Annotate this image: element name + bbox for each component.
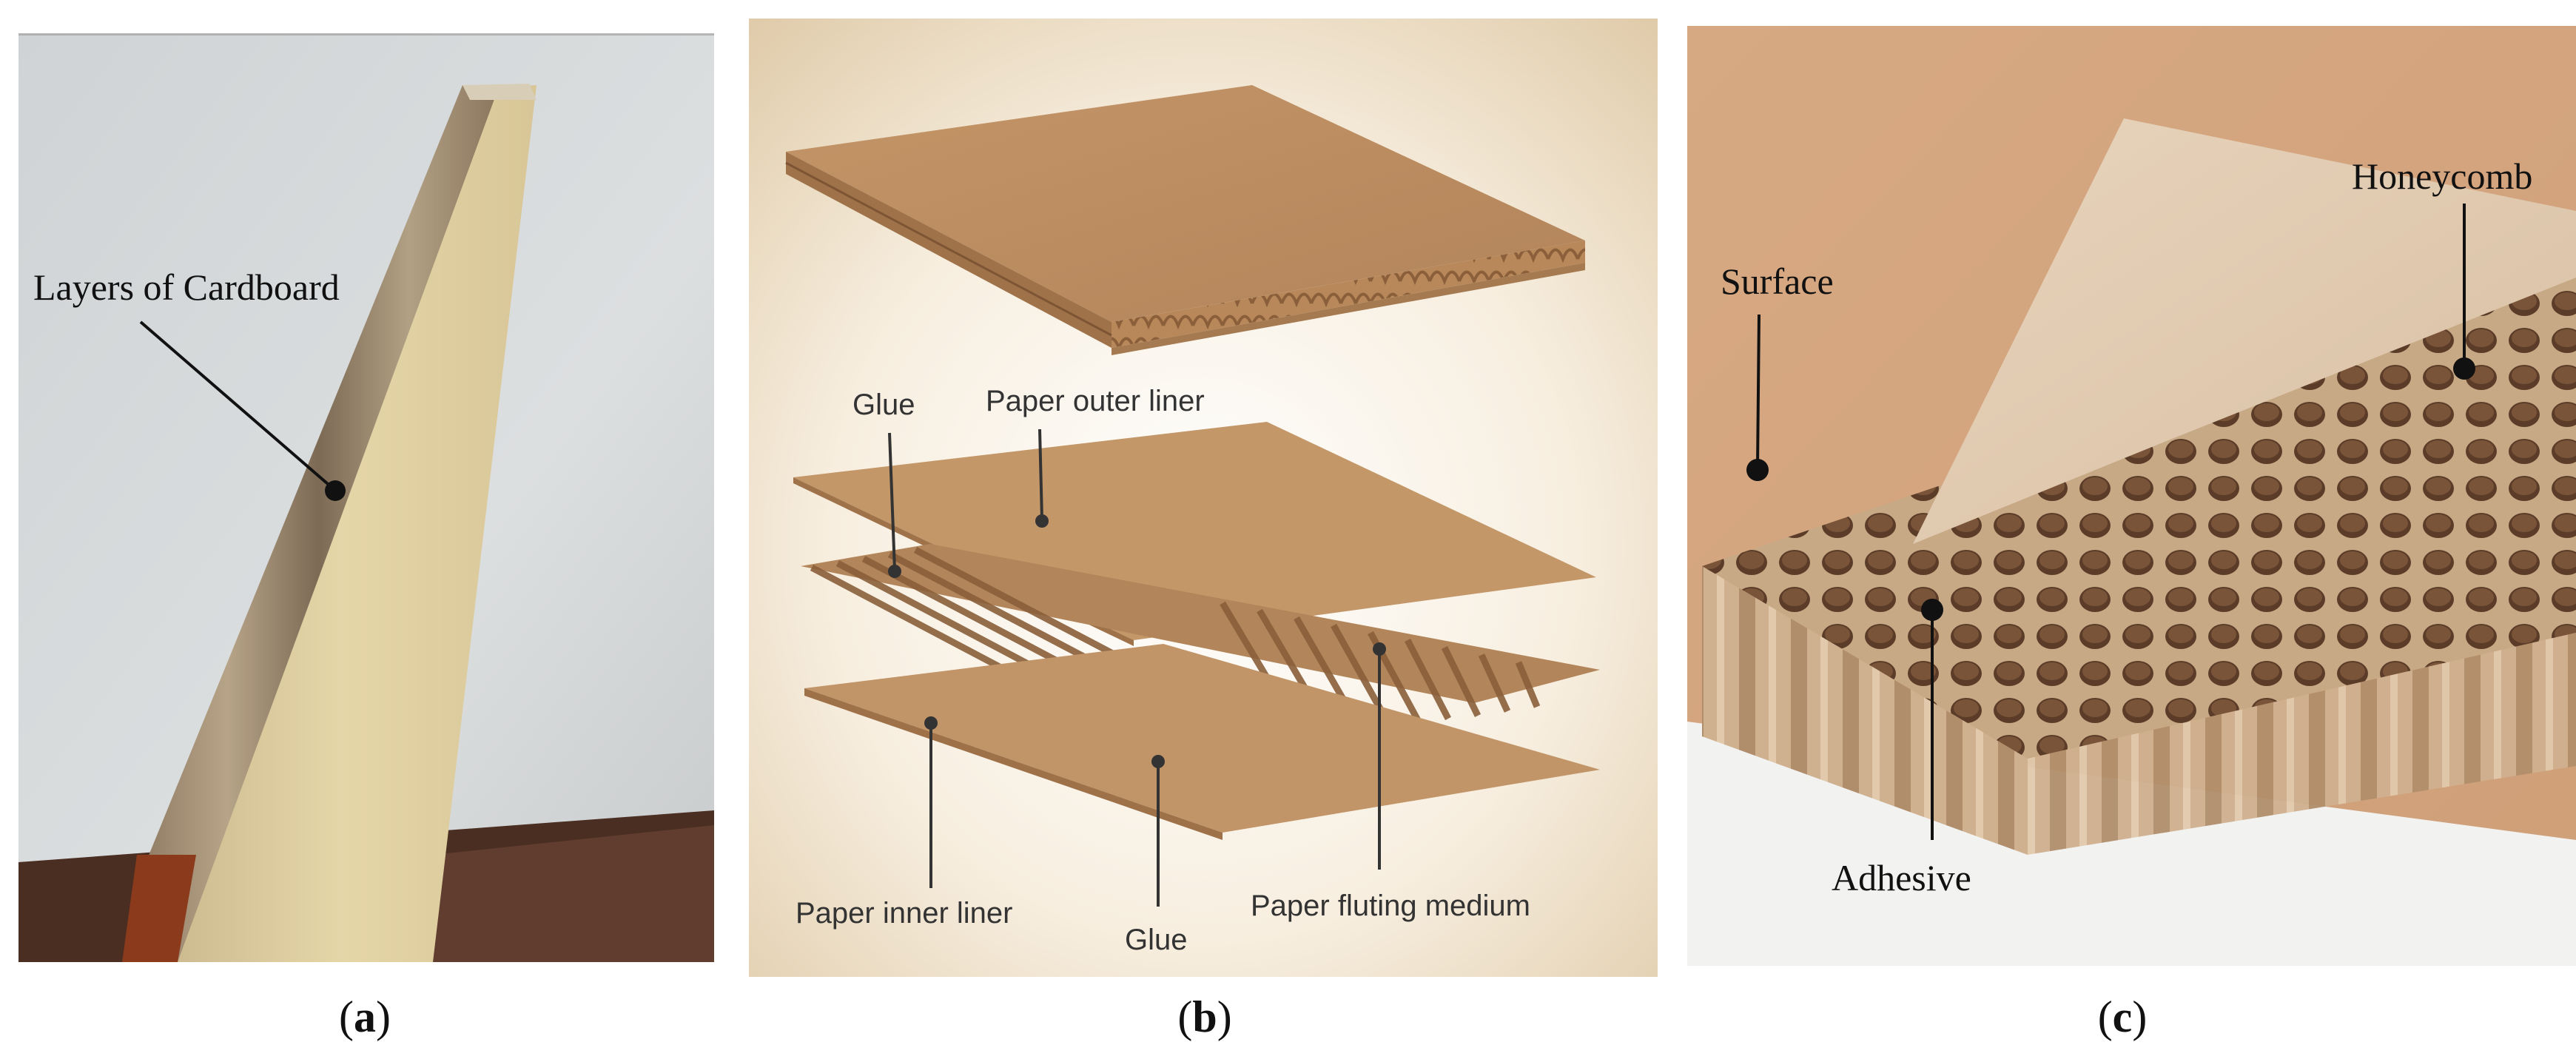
caption-a-open: ( <box>339 992 354 1041</box>
honeycomb-label: Honeycomb <box>2352 155 2532 197</box>
glue-bottom-dot <box>1151 755 1165 768</box>
fluting-dot <box>1373 642 1386 656</box>
layers-of-cardboard-label: Layers of Cardboard <box>33 266 340 308</box>
caption-a-close: ) <box>376 992 391 1041</box>
layers-pointer-dot <box>325 480 346 501</box>
glue-bottom-label: Glue <box>1125 924 1188 956</box>
caption-c: (c) <box>2098 992 2148 1043</box>
fluting-medium-label: Paper fluting medium <box>1251 890 1530 922</box>
panel-c-photo: Surface Honeycomb Adhesive <box>1687 26 2576 966</box>
outer-liner-dot <box>1035 514 1049 528</box>
adhesive-label: Adhesive <box>1832 857 1971 898</box>
glue-top-leader <box>888 432 896 571</box>
caption-b: (b) <box>1177 992 1231 1043</box>
outer-liner-label: Paper outer liner <box>986 385 1205 417</box>
caption-c-letter: c <box>2112 992 2133 1041</box>
inner-liner-label: Paper inner liner <box>796 897 1013 930</box>
cardboard-edge-photo: Layers of Cardboard <box>19 33 714 962</box>
panel-a-photo: Layers of Cardboard <box>19 33 714 962</box>
surface-leader <box>1756 314 1761 469</box>
caption-c-close: ) <box>2132 992 2148 1041</box>
layers-leader-line <box>139 320 334 490</box>
corrugated-exploded-diagram: Glue Paper outer liner Paper fluting med… <box>749 19 1658 977</box>
glue-top-label: Glue <box>852 389 915 421</box>
caption-a: (a) <box>339 992 391 1043</box>
assembled-board <box>785 85 1585 355</box>
caption-b-open: ( <box>1177 992 1193 1041</box>
surface-dot <box>1746 459 1769 481</box>
surface-label: Surface <box>1721 261 1834 302</box>
inner-liner-dot <box>924 716 938 730</box>
caption-b-close: ) <box>1217 992 1232 1041</box>
honeycomb-panel-photo: Surface Honeycomb Adhesive <box>1687 26 2576 966</box>
caption-a-letter: a <box>354 992 376 1041</box>
panel-b-diagram: Glue Paper outer liner Paper fluting med… <box>749 19 1658 977</box>
adhesive-dot <box>1921 599 1943 621</box>
inner-liner-sheet <box>804 644 1600 840</box>
honeycomb-dot <box>2453 357 2475 380</box>
outer-liner-leader <box>1038 429 1043 520</box>
caption-b-letter: b <box>1192 992 1217 1041</box>
caption-c-open: ( <box>2097 992 2113 1041</box>
glue-top-dot <box>888 565 901 578</box>
